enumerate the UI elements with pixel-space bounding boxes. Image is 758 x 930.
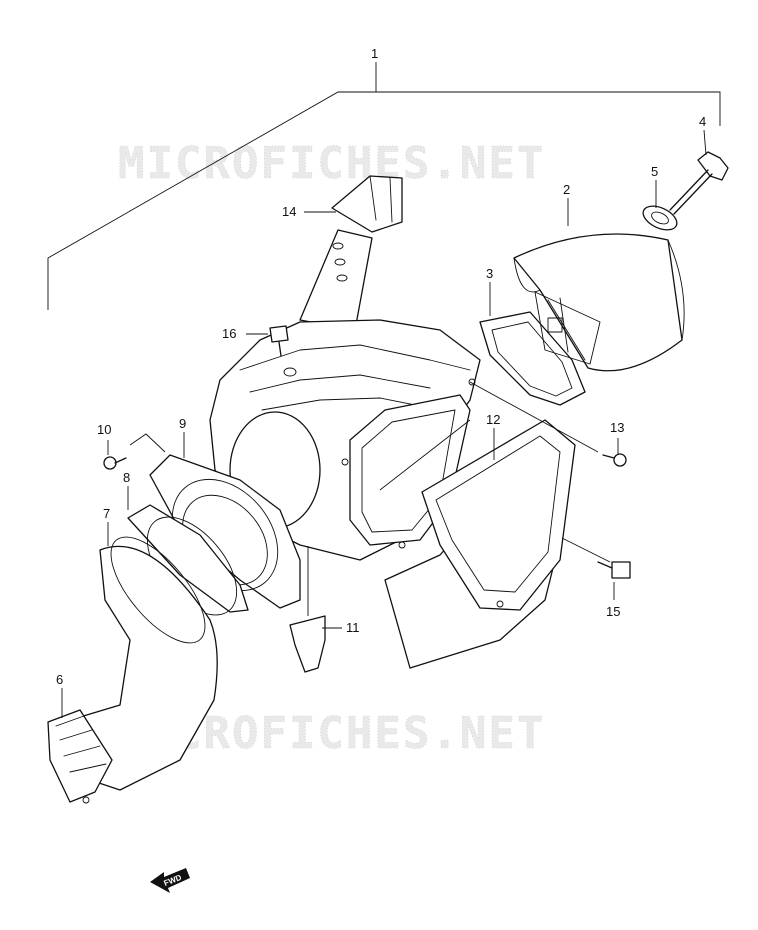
intake-boot [47, 536, 218, 804]
screw-10 [103, 433, 166, 470]
callout-13: 13 [610, 420, 624, 435]
callout-2: 2 [563, 182, 570, 197]
filter-element [513, 233, 685, 372]
snorkel-tube [299, 175, 403, 331]
callout-numbers: 1 2 3 4 5 6 7 8 9 10 11 12 13 14 15 16 [56, 46, 706, 687]
callout-1: 1 [371, 46, 378, 61]
callout-11: 11 [346, 620, 360, 635]
callout-4: 4 [699, 114, 706, 129]
callout-7: 7 [103, 506, 110, 521]
callout-9: 9 [179, 416, 186, 431]
filter-frame [479, 291, 601, 406]
washer [642, 205, 678, 231]
callout-5: 5 [651, 164, 658, 179]
callout-15: 15 [606, 604, 620, 619]
watermark-top: MICROFICHES.NET [118, 138, 545, 189]
flange-adapter [127, 454, 301, 616]
wing-bolt [669, 151, 729, 215]
drain-plug [289, 546, 326, 673]
bolt-15 [597, 561, 631, 579]
callout-16: 16 [222, 326, 236, 341]
fwd-arrow-icon: FWD [150, 868, 190, 893]
callout-6: 6 [56, 672, 63, 687]
callout-8: 8 [123, 470, 130, 485]
screw-13 [469, 381, 627, 467]
callout-10: 10 [97, 422, 111, 437]
assembly-bracket [47, 62, 721, 310]
callout-14: 14 [282, 204, 296, 219]
callout-12: 12 [486, 412, 500, 427]
side-cover [384, 419, 611, 669]
leader-lines [61, 129, 707, 718]
callout-3: 3 [486, 266, 493, 281]
bolt-16 [269, 325, 289, 357]
